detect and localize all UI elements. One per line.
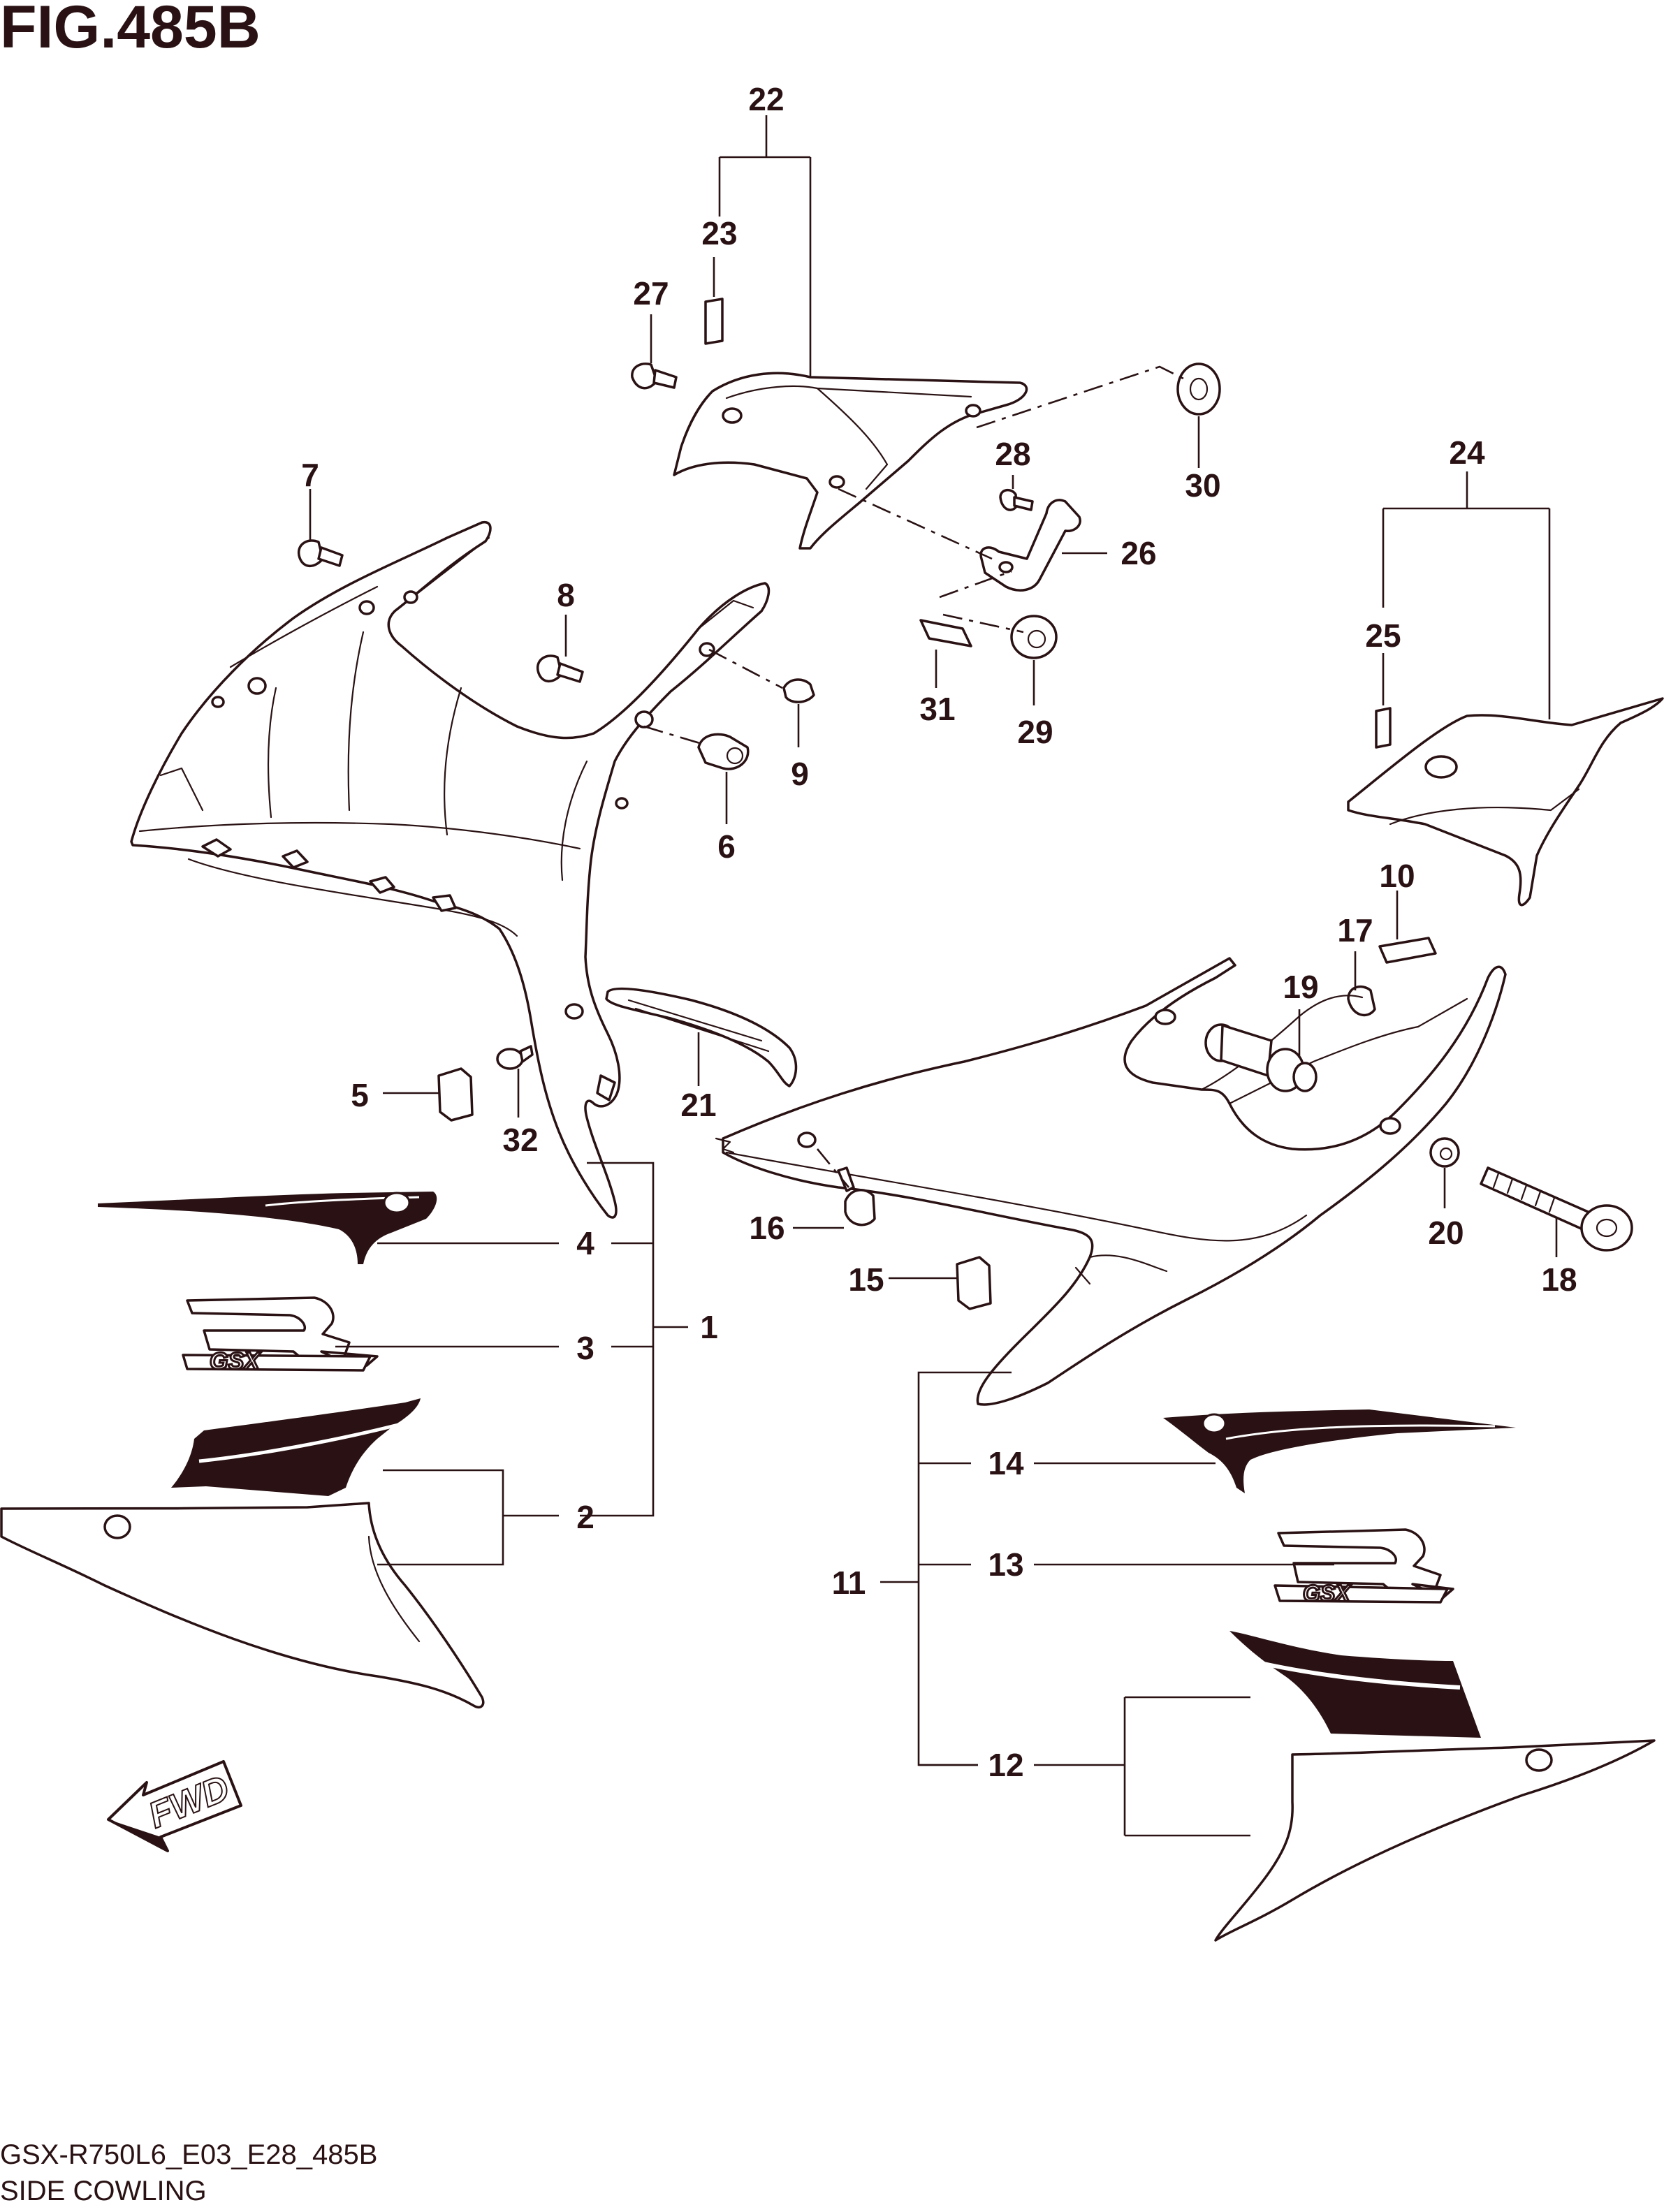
callout-15: 15 (848, 1261, 884, 1298)
section-name: SIDE COWLING (0, 2176, 207, 2206)
callout-5: 5 (351, 1077, 369, 1113)
callout-31: 31 (919, 691, 955, 727)
callout-16: 16 (749, 1210, 784, 1246)
callout-29: 29 (1017, 714, 1053, 750)
callout-3: 3 (576, 1330, 594, 1366)
pad-31 (919, 619, 972, 647)
clip-17 (1347, 985, 1376, 1017)
side-cowling-1 (130, 520, 771, 1219)
stripe-decal-4 (98, 1192, 437, 1264)
callout-25: 25 (1365, 617, 1401, 654)
label-sticker-25 (1375, 707, 1392, 749)
model-code: GSX-R750L6_E03_E28_485B (0, 2139, 377, 2170)
callout-12: 12 (988, 1747, 1023, 1783)
callout-13: 13 (988, 1546, 1023, 1583)
badge-letters-right: GSX (1303, 1581, 1351, 1606)
callout-22: 22 (748, 81, 784, 117)
callout-17: 17 (1337, 912, 1373, 948)
callout-7: 7 (301, 457, 319, 493)
callout-32: 32 (502, 1122, 538, 1158)
screw-28 (999, 488, 1034, 511)
grommet-20 (1429, 1137, 1460, 1168)
callout-14: 14 (988, 1445, 1024, 1481)
grommet-6 (697, 733, 750, 770)
screw-27 (631, 362, 678, 390)
callout-2: 2 (576, 1499, 594, 1535)
panel-decal-2 (0, 1398, 485, 1709)
stripe-decal-14 (1163, 1409, 1516, 1493)
screw-16 (837, 1166, 876, 1226)
screw-8 (537, 654, 584, 683)
side-cowling-11 (715, 957, 1507, 1406)
callout-numbers: 22 23 27 28 30 26 31 29 24 25 7 8 9 6 10… (301, 81, 1577, 1783)
callout-11: 11 (832, 1565, 866, 1601)
nut-5 (437, 1067, 474, 1122)
callout-6: 6 (717, 828, 736, 865)
callout-8: 8 (557, 577, 575, 613)
callout-18: 18 (1541, 1261, 1577, 1298)
callout-30: 30 (1185, 467, 1220, 504)
rear-panel-24 (1347, 697, 1664, 907)
inner-panel-22 (673, 298, 1028, 550)
callout-4: 4 (576, 1225, 594, 1261)
fwd-arrow-icon: FWD (107, 1760, 242, 1852)
panel-decal-12 (1214, 1631, 1656, 1942)
callout-27: 27 (633, 275, 669, 312)
bracket-26 (979, 499, 1081, 592)
bolt-18 (1480, 1166, 1633, 1252)
callout-9: 9 (791, 756, 809, 792)
badge-letters: GSX (210, 1348, 261, 1375)
gsxr-badge-3: GSX (182, 1296, 379, 1376)
leader-lines (309, 115, 1558, 1837)
gsxr-badge-13: GSX (1273, 1528, 1454, 1607)
nut-9 (782, 678, 815, 703)
trim-strip-21 (605, 987, 798, 1087)
screw-7 (298, 539, 344, 567)
callout-20: 20 (1428, 1215, 1464, 1251)
callout-21: 21 (680, 1087, 716, 1123)
clip-32 (496, 1045, 534, 1070)
callout-23: 23 (701, 215, 737, 251)
label-sticker-23 (704, 298, 724, 345)
callout-19: 19 (1283, 969, 1318, 1005)
callout-26: 26 (1121, 535, 1156, 571)
callout-28: 28 (995, 436, 1030, 472)
callout-24: 24 (1449, 434, 1485, 471)
figure-title: FIG.485B (0, 0, 261, 61)
callout-1: 1 (700, 1309, 718, 1345)
grommet-30 (1176, 362, 1221, 416)
callout-10: 10 (1379, 858, 1415, 894)
pad-10 (1378, 937, 1437, 964)
nut-15 (956, 1256, 992, 1310)
grommet-29 (1010, 615, 1058, 659)
collar-19 (1204, 1023, 1318, 1092)
